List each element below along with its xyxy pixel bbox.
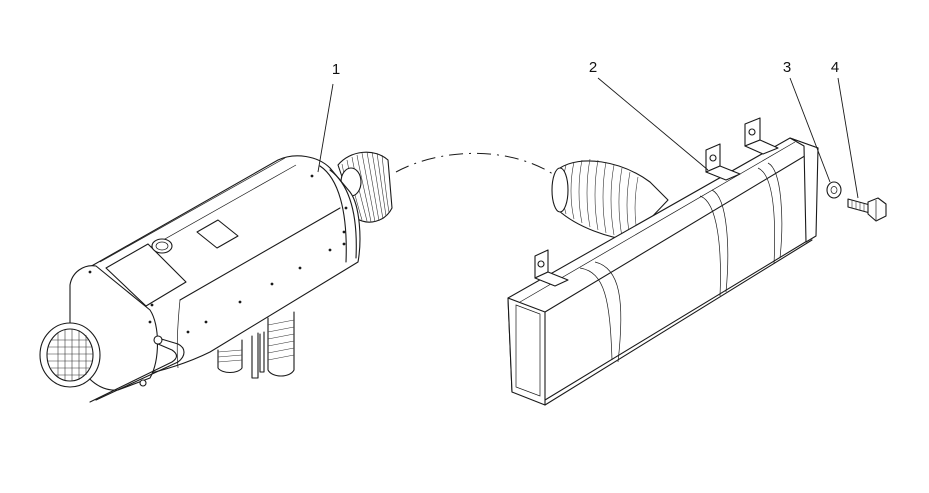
duct-bracket-rear [744, 117, 779, 155]
duct-bracket-front [534, 249, 569, 287]
outlet-duct [507, 117, 819, 406]
washer [826, 181, 842, 199]
callout-labels: 1 2 3 4 [332, 59, 839, 78]
callout-leaders [317, 77, 859, 199]
duct-inlet-hose [551, 158, 669, 241]
callout-2: 2 [589, 59, 597, 76]
duct-bracket-middle [705, 143, 741, 181]
intake-grille [39, 322, 101, 388]
callout-1: 1 [332, 61, 340, 78]
heater-underside-pipes [217, 311, 295, 379]
assembly-path-line [395, 152, 557, 177]
heater-unit [39, 151, 393, 403]
bolt [847, 197, 887, 222]
callout-4: 4 [831, 59, 839, 76]
callout-3: 3 [783, 59, 791, 76]
